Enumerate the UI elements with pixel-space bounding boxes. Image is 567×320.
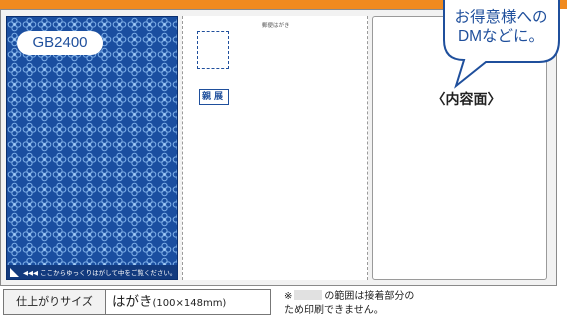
product-code-tag: GB2400: [17, 31, 103, 55]
callout-line-1: お得意様への: [454, 9, 548, 26]
postcard-header: 郵便はがき: [262, 23, 290, 29]
note-line-1: ※ の範囲は接着部分の: [284, 290, 414, 304]
note-line-1-text: の範囲は接着部分の: [324, 291, 415, 302]
size-label: 仕上がりサイズ: [4, 290, 106, 314]
size-value-detail: (100×148mm): [152, 298, 227, 309]
front-panel: GB2400 ◀◀◀ ここからゆっくりはがして中をご覧ください。: [6, 16, 178, 280]
adhesive-note: ※ の範囲は接着部分の ため印刷できません。: [284, 290, 414, 318]
size-value-main: はがき: [112, 294, 153, 310]
address-panel: 郵便はがき 親展: [182, 16, 368, 280]
callout-text: お得意様への DMなどに。: [436, 8, 566, 46]
peel-corner-icon: [10, 268, 19, 277]
confidential-label: 親展: [199, 89, 229, 105]
adhesive-swatch: [294, 290, 323, 300]
stamp-box: [197, 31, 229, 69]
top-accent-bar: [0, 0, 567, 9]
note-line-2: ため印刷できません。: [284, 305, 384, 316]
fold-line-right: [367, 16, 368, 280]
size-table: 仕上がりサイズ はがき(100×148mm): [3, 289, 271, 315]
speech-bubble-icon: [443, 0, 560, 89]
fold-line-left: [182, 16, 183, 280]
card-spread: GB2400 ◀◀◀ ここからゆっくりはがして中をご覧ください。 郵便はがき 親…: [0, 9, 557, 286]
callout-line-2: DMなどに。: [457, 28, 545, 45]
content-panel-label: 〈内容面〉: [431, 92, 502, 108]
note-prefix: ※: [284, 291, 293, 302]
peel-instruction-strip: ◀◀◀ ここからゆっくりはがして中をご覧ください。: [7, 265, 177, 279]
floral-pattern: [7, 17, 177, 279]
size-value: はがき(100×148mm): [106, 290, 270, 314]
peel-instruction-text: ◀◀◀ ここからゆっくりはがして中をご覧ください。: [23, 269, 177, 277]
